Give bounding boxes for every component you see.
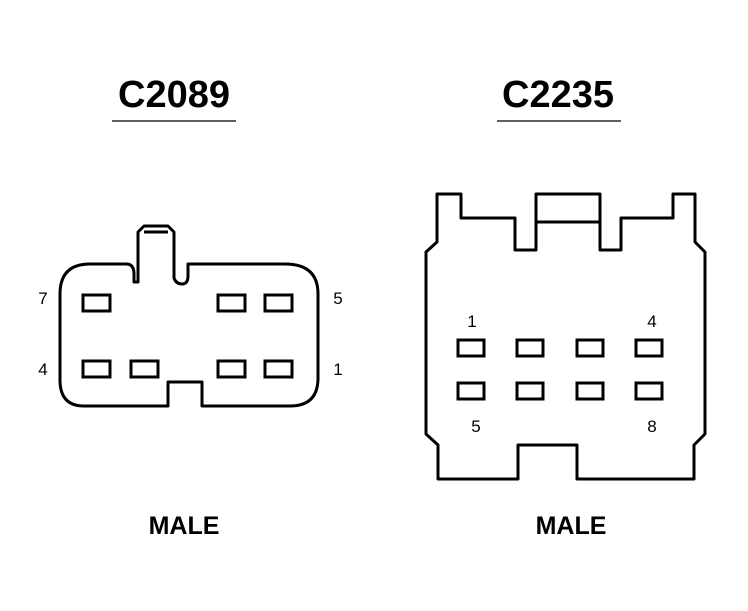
connector-c2089-pin [263,293,294,313]
connector-c2089-housing [58,224,320,408]
connector-c2089-pin [216,359,247,379]
connector-c2089-pin-label: 1 [333,360,342,379]
connector-c2089-pin-label: 7 [38,289,47,308]
connector-c2089-pin [129,359,160,379]
connector-c2235: C2235 1 4 5 8 MALE [424,74,707,540]
connector-c2089-pin-label: 5 [333,289,342,308]
connector-c2089-gender: MALE [149,512,220,540]
connector-c2089-pin-label: 4 [38,360,47,379]
connector-c2235-gender: MALE [536,512,607,540]
connector-c2089-pin [263,359,294,379]
connector-c2235-pin [456,338,486,358]
connector-c2235-pin [575,381,605,401]
connector-c2089-pin [81,293,112,313]
connector-c2235-pin-label: 8 [647,417,656,436]
connector-c2235-housing [424,192,707,481]
connector-c2089-pin [81,359,112,379]
connector-c2235-pin [515,381,545,401]
connector-c2235-pin-label: 4 [647,312,656,331]
connector-c2235-pin [456,381,486,401]
connector-c2235-pin [575,338,605,358]
connector-c2235-pin [515,338,545,358]
connector-c2235-pin-label: 5 [471,417,480,436]
connector-c2235-pin-label: 1 [467,312,476,331]
connector-c2235-title: C2235 [502,74,614,116]
connector-c2089-title: C2089 [118,74,230,116]
connector-c2089-pin [216,293,247,313]
connector-c2089: C2089 7 5 4 1 MALE [38,74,342,540]
connector-c2235-pin [634,381,664,401]
connector-c2235-pin [634,338,664,358]
